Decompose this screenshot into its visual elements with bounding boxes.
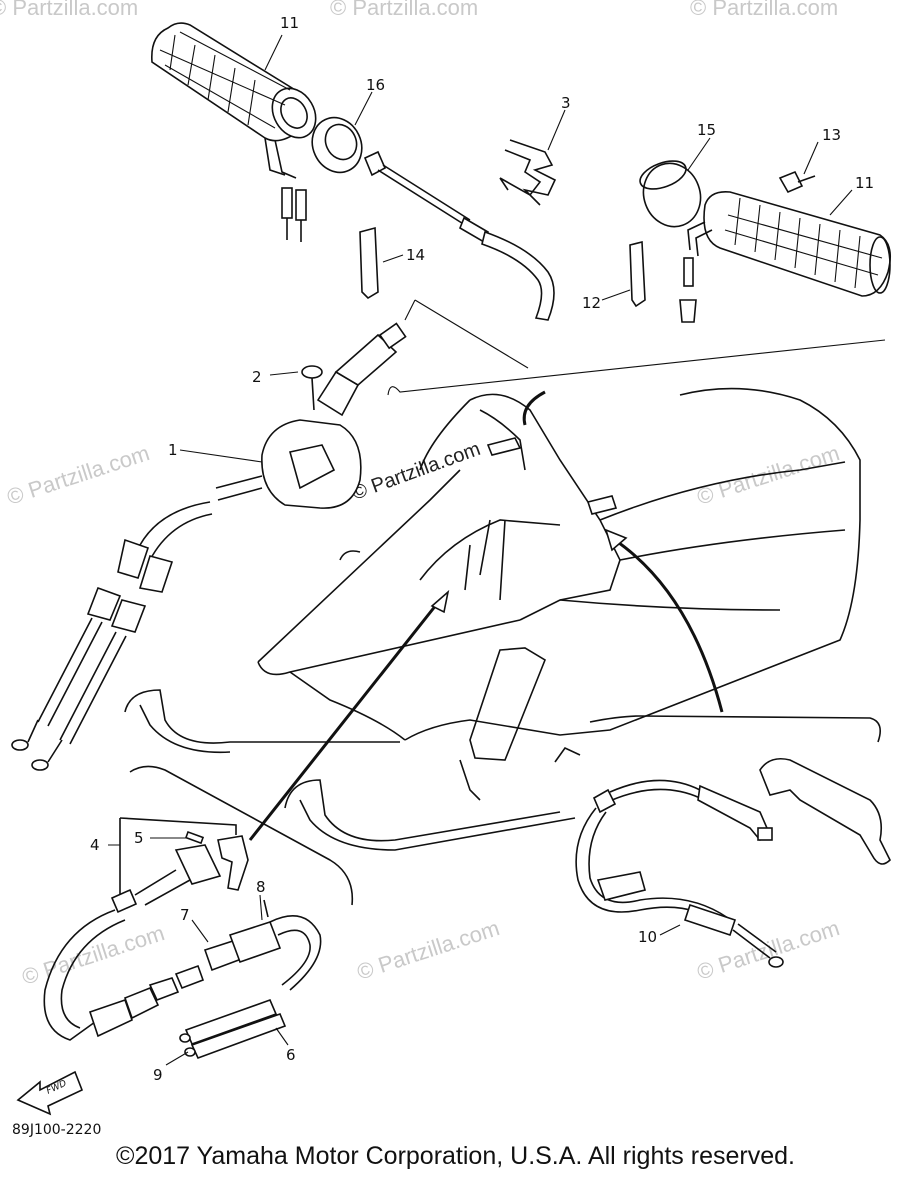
callout-11-left: 11 bbox=[280, 14, 299, 32]
watermark-top-right: © Partzilla.com bbox=[690, 0, 838, 20]
ring-15-part bbox=[639, 160, 702, 228]
callout-2: 2 bbox=[252, 368, 262, 386]
callout-12: 12 bbox=[582, 294, 601, 312]
callout-7: 7 bbox=[180, 906, 190, 924]
watermark-bottom-mid: © Partzilla.com bbox=[354, 915, 503, 985]
callout-11-right: 11 bbox=[855, 174, 874, 192]
left-cable-pair bbox=[11, 501, 213, 771]
callout-1: 1 bbox=[168, 441, 178, 459]
callout-8: 8 bbox=[256, 878, 266, 896]
callout-5: 5 bbox=[134, 829, 144, 847]
callout-3: 3 bbox=[561, 94, 571, 112]
callout-4: 4 bbox=[90, 836, 100, 854]
callout-14: 14 bbox=[406, 246, 425, 264]
leader-lines bbox=[108, 34, 853, 1066]
connector-line-b bbox=[387, 339, 886, 396]
watermark-right: © Partzilla.com bbox=[694, 440, 843, 510]
tube-6-9 bbox=[179, 998, 287, 1060]
callout-16: 16 bbox=[366, 76, 385, 94]
snowmobile-body bbox=[124, 387, 861, 851]
watermark-bottom-left: © Partzilla.com bbox=[19, 920, 168, 990]
guide-line-top bbox=[522, 390, 546, 426]
kill-switch-lead bbox=[43, 909, 205, 1041]
watermark-top-mid: © Partzilla.com bbox=[330, 0, 478, 20]
bracket-kill-switch bbox=[129, 765, 354, 906]
grip-mark-left bbox=[486, 437, 522, 456]
copyright-notice: ©2017 Yamaha Motor Corporation, U.S.A. A… bbox=[116, 1142, 795, 1170]
callout-13: 13 bbox=[822, 126, 841, 144]
connector-line-a bbox=[404, 299, 529, 369]
watermark-left: © Partzilla.com bbox=[4, 440, 153, 510]
screw-13-part bbox=[778, 170, 816, 194]
right-grip-part bbox=[679, 190, 891, 323]
throttle-housing-part bbox=[215, 322, 407, 509]
clamp-12-part bbox=[629, 240, 646, 308]
left-grip-part bbox=[151, 22, 317, 242]
connector-7-8 bbox=[203, 899, 322, 991]
guide-arrow-throttle bbox=[430, 589, 450, 614]
kill-switch-part bbox=[110, 817, 249, 914]
brake-cable-10 bbox=[575, 779, 784, 968]
guide-line-throttle bbox=[248, 599, 442, 841]
guide-arrow-brake bbox=[604, 528, 628, 552]
clip-3-part bbox=[499, 139, 557, 206]
watermark-top-left: © Partzilla.com bbox=[0, 0, 138, 20]
grip-mark-right bbox=[586, 495, 618, 515]
upper-throttle-cable bbox=[363, 150, 555, 321]
screw-2-part bbox=[301, 365, 323, 411]
callout-10: 10 bbox=[638, 928, 657, 946]
diagram-code: 89J100-2220 bbox=[12, 1122, 101, 1138]
callout-6: 6 bbox=[286, 1046, 296, 1064]
guide-line-brake bbox=[611, 536, 724, 713]
ring-16-part bbox=[311, 116, 363, 174]
clamp-14-part bbox=[359, 226, 379, 300]
callout-15: 15 bbox=[697, 121, 716, 139]
brake-lever-part bbox=[759, 757, 891, 865]
watermark-center: © Partzilla.com bbox=[349, 438, 483, 505]
callout-9: 9 bbox=[153, 1066, 163, 1084]
fwd-arrow-icon: FWD bbox=[16, 1070, 84, 1116]
bracket-brake bbox=[589, 715, 881, 743]
